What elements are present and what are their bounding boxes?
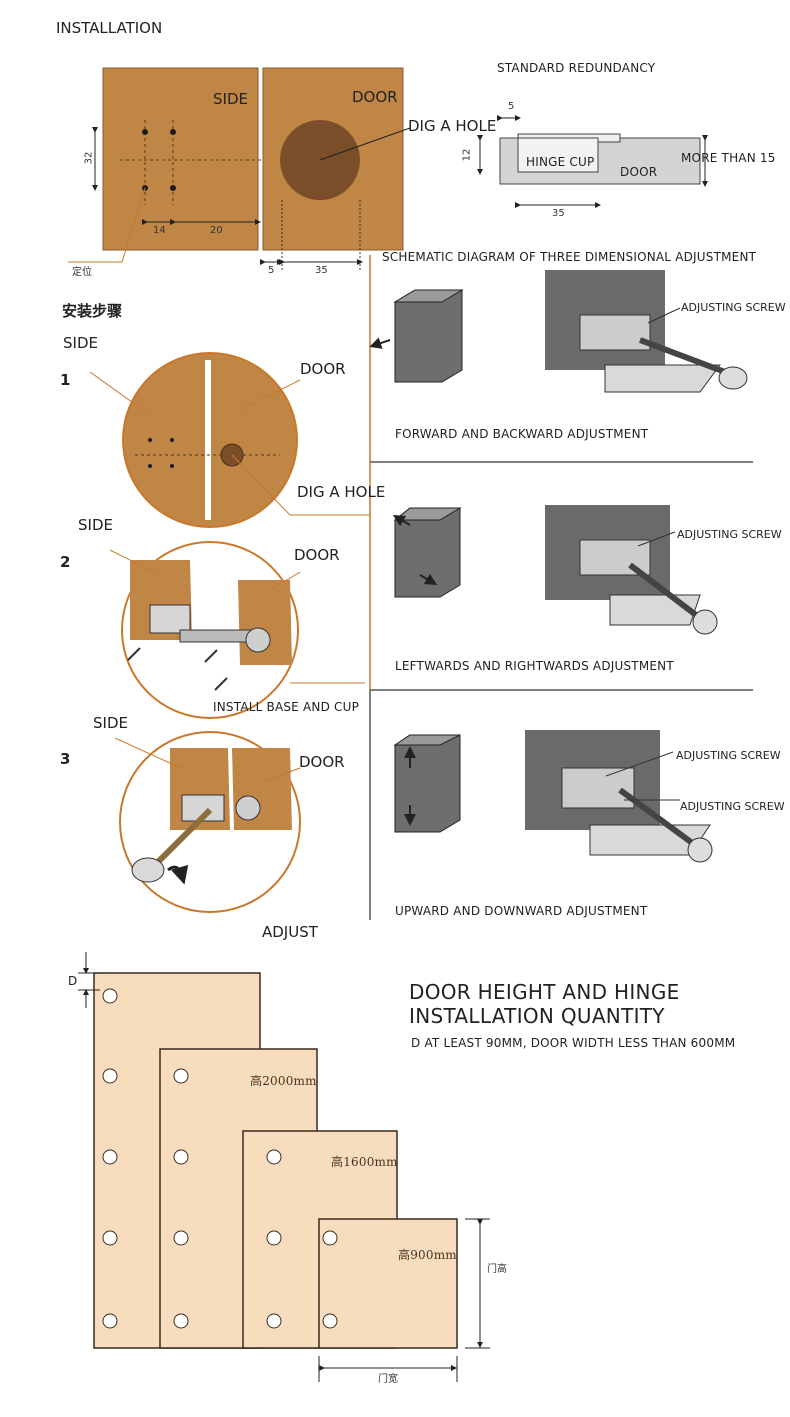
installation-title: INSTALLATION <box>56 19 163 37</box>
dim-35: 35 <box>315 265 328 276</box>
dim-20: 20 <box>210 225 223 236</box>
step-3-adjust-label: ADJUST <box>262 923 318 941</box>
height-2000-label: 高2000mm <box>250 1074 317 1088</box>
step-2-side-label: SIDE <box>78 516 113 534</box>
step-1-door-label: DOOR <box>300 360 346 378</box>
step-2-install-label: INSTALL BASE AND CUP <box>213 700 360 714</box>
redundancy-dim-12: 12 <box>461 148 473 162</box>
redundancy-door-label: DOOR <box>620 165 658 179</box>
dim-14: 14 <box>153 225 166 236</box>
quantity-title-line2: INSTALLATION QUANTITY <box>409 1004 665 1028</box>
adjust-row-2 <box>392 505 718 635</box>
adjusting-screw-label-3a: ADJUSTING SCREW <box>676 749 781 762</box>
dig-hole-label-top: DIG A HOLE <box>408 117 497 135</box>
forward-backward-caption: FORWARD AND BACKWARD ADJUSTMENT <box>395 427 649 441</box>
height-900-label: 高900mm <box>398 1248 457 1262</box>
adjustment-title: SCHEMATIC DIAGRAM OF THREE DIMENSIONAL A… <box>382 250 757 264</box>
step-1-illustration <box>89 352 370 528</box>
door-height-label: 门高 <box>487 1264 507 1275</box>
left-right-caption: LEFTWARDS AND RIGHTWARDS ADJUSTMENT <box>395 659 674 673</box>
steps-heading: 安装步骤 <box>62 302 123 320</box>
redundancy-dim-5: 5 <box>508 101 515 112</box>
step-2-illustration <box>109 541 365 719</box>
step-2-door-label: DOOR <box>294 546 340 564</box>
locate-leader <box>68 187 146 263</box>
up-down-caption: UPWARD AND DOWNWARD ADJUSTMENT <box>395 904 648 918</box>
standard-redundancy-title: STANDARD REDUNDANCY <box>497 61 656 75</box>
step-3-illustration <box>114 731 301 913</box>
hinge-cup-label: HINGE CUP <box>526 155 595 169</box>
step-3-side-label: SIDE <box>93 714 128 732</box>
locate-label: 定位 <box>72 267 92 278</box>
more-than-15-label: MORE THAN 15 <box>681 151 776 165</box>
adjusting-screw-label-2: ADJUSTING SCREW <box>677 528 782 541</box>
adjusting-screw-label-3b: ADJUSTING SCREW <box>680 800 785 813</box>
side-label-top: SIDE <box>213 90 248 108</box>
step-3-door-label: DOOR <box>299 753 345 771</box>
step-2-number: 2 <box>60 553 71 571</box>
height-1600-label: 高1600mm <box>331 1155 398 1169</box>
adjust-row-3 <box>393 730 713 863</box>
redundancy-section <box>477 115 708 208</box>
dim-5: 5 <box>268 265 275 276</box>
adjust-row-1 <box>369 270 748 393</box>
door-width-label: 门宽 <box>378 1374 398 1385</box>
step-3-number: 3 <box>60 750 71 768</box>
redundancy-dim-35: 35 <box>552 208 565 219</box>
quantity-title-line1: DOOR HEIGHT AND HINGE <box>409 980 680 1004</box>
step-1-dig-hole-label: DIG A HOLE <box>297 483 386 501</box>
quantity-note: D AT LEAST 90MM, DOOR WIDTH LESS THAN 60… <box>411 1036 736 1050</box>
step-1-number: 1 <box>60 371 71 389</box>
door-panel-top <box>260 67 411 270</box>
dim-32: 32 <box>83 151 95 165</box>
side-panel-top <box>92 67 385 251</box>
adjusting-screw-label-1: ADJUSTING SCREW <box>681 301 786 314</box>
step-1-side-label: SIDE <box>63 334 98 352</box>
door-label-top: DOOR <box>352 88 398 106</box>
door-height-panels <box>78 952 490 1382</box>
d-label: D <box>68 974 78 988</box>
